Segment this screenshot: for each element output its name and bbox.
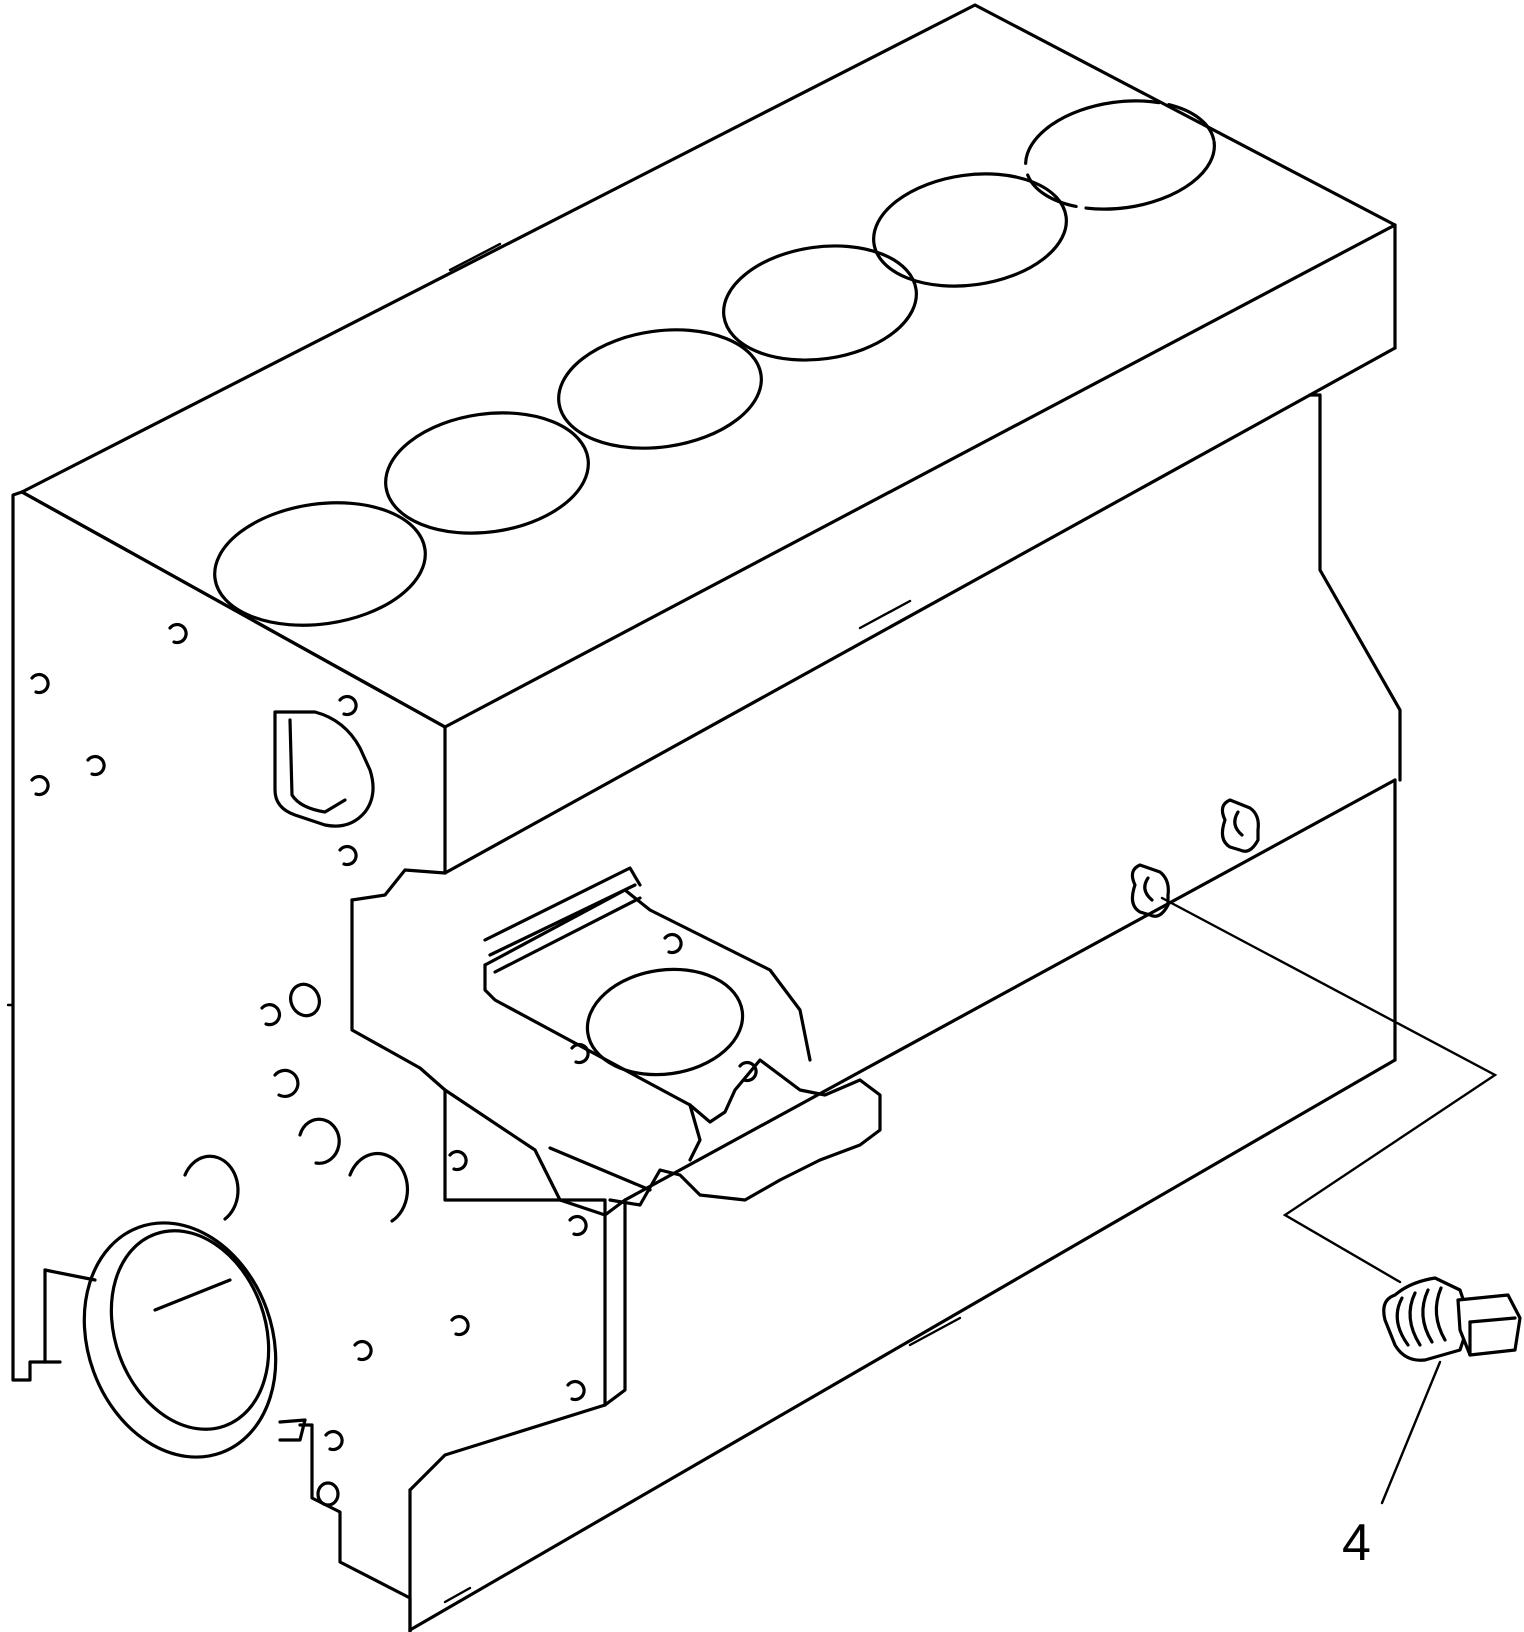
drain-plug xyxy=(1382,1276,1522,1362)
mounting-pad xyxy=(350,866,882,1407)
cylinder-bore-4 xyxy=(722,244,918,362)
cylinder-bore-3 xyxy=(557,328,763,450)
cylinder-bores xyxy=(213,99,1216,627)
crankshaft-seal-bore xyxy=(82,1221,307,1459)
cylinder-bore-5 xyxy=(872,172,1068,288)
callout-label-4: 4 xyxy=(1342,1514,1371,1572)
cylinder-bore-6 xyxy=(1024,99,1216,211)
side-plug-bosses xyxy=(1130,798,1260,918)
cylinder-bore-1 xyxy=(213,501,427,627)
water-port xyxy=(273,710,375,828)
block-top-deck xyxy=(20,3,1397,875)
leader-lines xyxy=(1160,896,1498,1505)
block-front-face xyxy=(6,393,1402,1632)
cylinder-bore-2 xyxy=(384,411,590,535)
front-face-bolt-holes xyxy=(30,622,588,1507)
